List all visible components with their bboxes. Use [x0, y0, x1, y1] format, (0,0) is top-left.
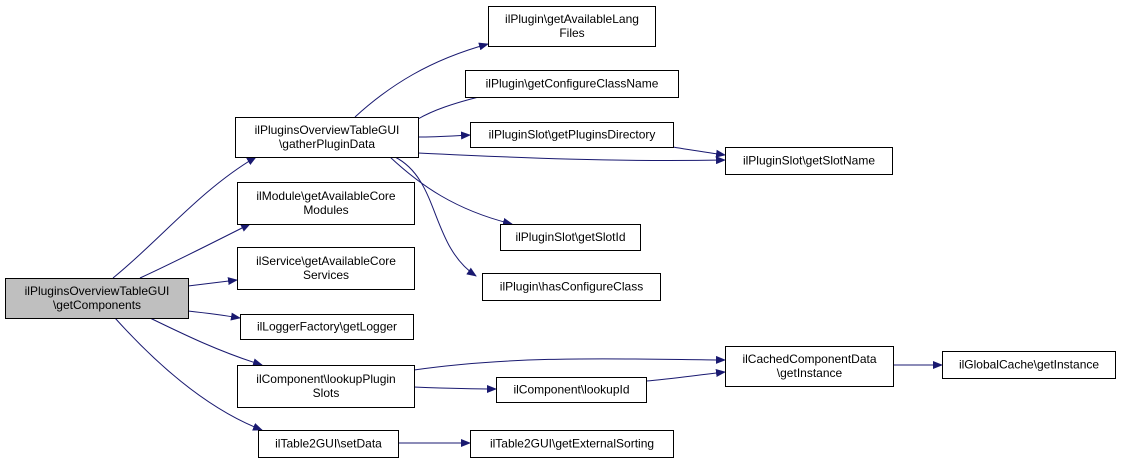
edge-line: [417, 131, 471, 140]
node-box: [488, 6, 656, 47]
node-label-line: ilPlugin\getAvailableLang: [505, 12, 639, 26]
node-label-line: ilTable2GUI\setData: [275, 437, 382, 451]
edge-line: [139, 223, 251, 279]
node-box: [465, 70, 679, 98]
node-label-line: ilGlobalCache\getInstance: [959, 358, 1099, 372]
node-box: [725, 346, 894, 387]
edge-root-to-getLogger: [187, 310, 241, 321]
node-box: [240, 314, 414, 340]
node-box: [482, 273, 661, 301]
node-label-line: ilPlugin\hasConfigureClass: [500, 280, 643, 294]
node-getLogger[interactable]: ilLoggerFactory\getLogger: [240, 314, 414, 340]
node-label-line: ilPlugin\getConfigureClassName: [486, 77, 659, 91]
edge-root-to-gather: [112, 156, 257, 279]
node-box: [942, 351, 1116, 379]
node-label-line: \gatherPluginData: [279, 137, 375, 151]
node-label-line: ilPluginsOverviewTableGUI: [255, 123, 400, 137]
node-gather[interactable]: ilPluginsOverviewTableGUI\gatherPluginDa…: [235, 117, 419, 158]
node-label-line: ilPluginSlot\getSlotName: [743, 154, 875, 168]
node-box: [725, 147, 893, 175]
node-label-line: Slots: [313, 386, 340, 400]
node-label-line: ilService\getAvailableCore: [256, 254, 396, 268]
edge-gather-to-hasConfig: [394, 156, 477, 277]
node-box: [235, 117, 419, 158]
node-label-line: ilModule\getAvailableCore: [256, 189, 396, 203]
edge-line: [149, 317, 263, 367]
edge-gather-to-slotId: [389, 156, 513, 226]
node-root[interactable]: ilPluginsOverviewTableGUI\getComponents: [5, 278, 189, 319]
edge-line: [417, 152, 726, 165]
edge-root-to-setData: [114, 317, 263, 431]
node-label-line: ilComponent\lookupPlugin: [256, 372, 395, 386]
edge-root-to-getModules: [139, 223, 251, 279]
node-configClass[interactable]: ilPlugin\getConfigureClassName: [465, 70, 679, 98]
edge-lookupId-to-cachedInst: [645, 369, 726, 382]
edge-gather-to-langFiles: [354, 42, 489, 118]
node-label-line: ilPluginSlot\getSlotId: [515, 230, 625, 244]
node-box: [500, 224, 641, 251]
node-label-line: Modules: [303, 203, 348, 217]
edge-line: [413, 355, 726, 371]
node-label-line: ilPluginsOverviewTableGUI: [25, 284, 170, 298]
node-label-line: ilComponent\lookupId: [513, 383, 629, 397]
node-box: [470, 430, 674, 458]
node-box: [496, 377, 647, 403]
node-cachedInst[interactable]: ilCachedComponentData\getInstance: [725, 346, 894, 387]
node-label-line: \getInstance: [777, 366, 843, 380]
edge-line: [187, 310, 241, 321]
node-globalCache[interactable]: ilGlobalCache\getInstance: [942, 351, 1116, 379]
edge-gather-to-pluginsDir: [417, 131, 471, 140]
node-extSorting[interactable]: ilTable2GUI\getExternalSorting: [470, 430, 674, 458]
node-box: [237, 365, 415, 408]
node-box: [237, 247, 415, 290]
node-box: [470, 122, 674, 148]
edge-line: [413, 384, 497, 393]
edges-layer: [112, 42, 943, 447]
edge-lookupSlots-to-lookupId: [413, 384, 497, 393]
node-box: [258, 430, 399, 458]
edge-gather-to-slotName: [417, 152, 726, 165]
edge-line: [112, 156, 257, 279]
node-label-line: ilTable2GUI\getExternalSorting: [490, 437, 654, 451]
edge-line: [394, 156, 477, 277]
node-label-line: Services: [303, 268, 349, 282]
node-setData[interactable]: ilTable2GUI\setData: [258, 430, 399, 458]
node-slotId[interactable]: ilPluginSlot\getSlotId: [500, 224, 641, 251]
node-box: [5, 278, 189, 319]
nodes-layer: ilPluginsOverviewTableGUI\getComponentsi…: [5, 6, 1116, 458]
edge-line: [354, 42, 489, 118]
edge-line: [672, 146, 726, 158]
node-label-line: ilPluginSlot\getPluginsDirectory: [489, 128, 656, 142]
node-label-line: \getComponents: [53, 298, 141, 312]
edge-line: [389, 156, 513, 226]
node-label-line: Files: [559, 26, 584, 40]
node-pluginsDir[interactable]: ilPluginSlot\getPluginsDirectory: [470, 122, 674, 148]
edge-lookupSlots-to-cachedInst: [413, 355, 726, 371]
node-lookupId[interactable]: ilComponent\lookupId: [496, 377, 647, 403]
node-hasConfig[interactable]: ilPlugin\hasConfigureClass: [482, 273, 661, 301]
edge-pluginsDir-to-slotName: [672, 146, 726, 158]
node-slotName[interactable]: ilPluginSlot\getSlotName: [725, 147, 893, 175]
node-label-line: ilLoggerFactory\getLogger: [257, 320, 397, 334]
edge-line: [114, 317, 263, 431]
node-box: [237, 182, 415, 225]
edge-line: [645, 369, 726, 382]
node-label-line: ilCachedComponentData: [742, 352, 876, 366]
edge-root-to-lookupSlots: [149, 317, 263, 367]
edge-root-to-getServices: [187, 277, 238, 287]
edge-line: [187, 277, 238, 287]
